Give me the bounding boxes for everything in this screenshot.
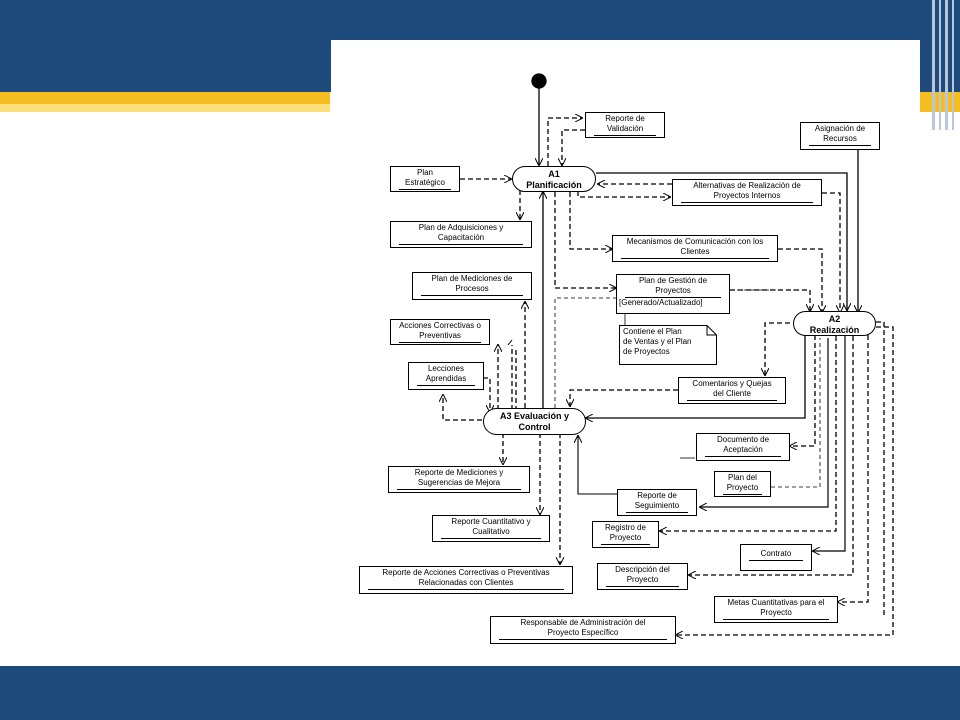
box-reporte-mediciones: Reporte de Mediciones y Sugerencias de M… [388,466,530,493]
label: Plan de Mediciones de [431,274,513,283]
label: Reporte de [637,491,677,500]
label: Acciones Correctivas o [399,321,481,330]
box-documento-aceptacion: Documento de Aceptación [696,433,790,461]
box-comentarios: Comentarios y Quejas del Cliente [678,377,786,404]
label: Sugerencias de Mejora [397,478,521,490]
activity-a3: A3 Evaluación y Control [483,408,586,435]
note-plan-ventas: Contiene el Plan de Ventas y el Plan de … [619,325,717,365]
bottom-band [0,666,960,720]
box-plan-adquisiciones: Plan de Adquisiciones y Capacitación [390,221,532,248]
label: Plan del [728,473,757,482]
label: [Generado/Actualizado] [619,298,703,307]
box-asignacion-recursos: Asignación de Recursos [800,122,880,150]
label: Plan de Gestión de [638,276,708,285]
box-metas: Metas Cuantitativas para el Proyecto [714,596,838,623]
box-plan-gestion: Plan de Gestión de Proyectos [Generado/A… [616,274,730,314]
box-contrato: Contrato [740,544,812,571]
activity-a3-line2: Control [518,422,551,432]
label: Comentarios y Quejas [692,379,772,388]
label: de Proyectos [623,347,670,356]
label: Clientes [621,247,769,259]
label: Proyecto Específico [499,628,667,640]
label: del Cliente [687,389,777,401]
box-mecanismos: Mecanismos de Comunicación con los Clien… [612,235,778,262]
box-registro-proyecto: Registro de Proyecto [592,521,659,548]
box-alternativas: Alternativas de Realización de Proyectos… [672,179,822,206]
label: Reporte de Mediciones y [414,468,504,477]
label: Alternativas de Realización de [693,181,801,190]
box-reporte-cuantitativo: Reporte Cuantitativo y Cualitativo [432,515,550,542]
label: Descripción del [615,565,670,574]
label: Proyecto [723,608,829,620]
activity-a2-name: Realización [809,325,860,335]
box-plan-estrategico: Plan Estratégico [390,166,460,192]
label: Proyecto [606,575,679,587]
label: Metas Cuantitativas para el [727,598,825,607]
box-plan-mediciones: Plan de Mediciones de Procesos [412,272,532,300]
label: Reporte de [605,114,645,123]
activity-a3-line1: A3 Evaluación y [499,411,570,421]
label: Responsable de Administración del [520,618,646,627]
label: Contiene el Plan [623,327,682,336]
note-shape [619,325,717,365]
activity-a1-code: A1 [548,169,560,179]
label: Lecciones [427,364,465,373]
label: Relacionadas con Clientes [368,578,564,590]
label: Contrato [749,549,803,561]
label: Capacitación [399,233,523,245]
box-lecciones: Lecciones Aprendidas [408,362,484,390]
box-reporte-validacion: Reporte de Validación [585,112,665,138]
label: Validación [594,124,656,136]
label: Plan de Adquisiciones y [418,223,504,232]
gold-accent-line [0,92,330,104]
label: Reporte de Acciones Correctivas o Preven… [382,568,550,577]
label: Procesos [421,284,523,296]
label: Recursos [809,134,871,146]
label: Asignación de [814,124,866,133]
activity-a1: A1 Planificación [512,166,596,192]
label: Cualitativo [441,527,541,539]
label: Preventivas [399,331,481,343]
box-reporte-acciones: Reporte de Acciones Correctivas o Preven… [359,566,573,594]
label: de Ventas y el Plan [623,337,692,346]
box-responsable: Responsable de Administración del Proyec… [490,616,676,644]
label: Aceptación [705,445,781,457]
box-plan-proyecto: Plan del Proyecto [714,471,771,497]
activity-a1-name: Planificación [526,180,582,190]
box-reporte-seguimiento: Reporte de Seguimiento [617,489,697,516]
box-acciones-correctivas: Acciones Correctivas o Preventivas [390,319,490,345]
label: Reporte Cuantitativo y [451,517,531,526]
label: Seguimiento [626,501,688,513]
label: Plan [416,168,433,177]
activity-a2-code: A2 [828,314,841,324]
label: Mecanismos de Comunicación con los [626,237,764,246]
label: Estratégico [399,178,451,190]
label: Aprendidas [417,374,475,386]
label: Proyecto [601,533,650,545]
label: Proyectos Internos [681,191,813,203]
label: Registro de [605,523,646,532]
label: Documento de [716,435,770,444]
box-descripcion-proyecto: Descripción del Proyecto [597,563,688,590]
label: Proyecto [723,483,762,495]
label: Proyectos [625,286,721,298]
activity-a2: A2 Realización [793,311,876,336]
gold-accent-line-light [0,104,330,112]
start-node [531,73,547,89]
decorative-stripes [932,0,960,130]
